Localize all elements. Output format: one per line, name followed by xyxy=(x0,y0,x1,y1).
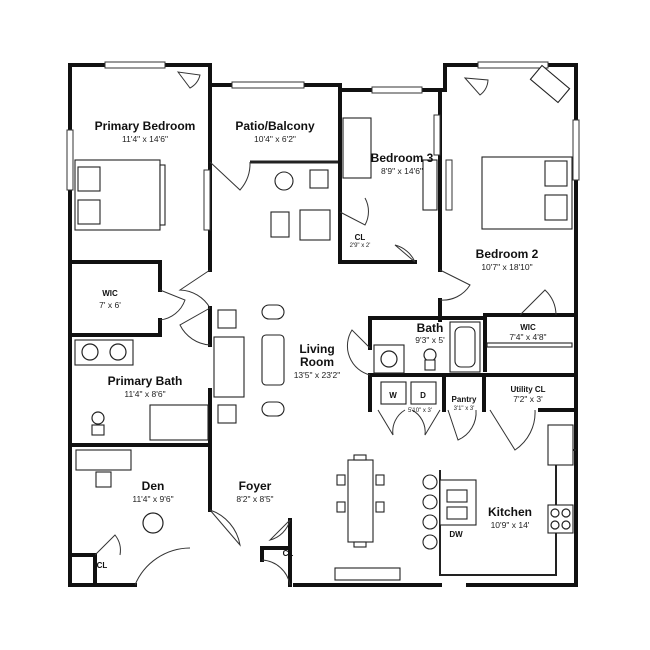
bed3-closet-dim: 2'9" x 2' xyxy=(350,243,371,249)
washer-dryer-dim: 5'10" x 3' xyxy=(408,408,432,414)
dishwasher-label: DW xyxy=(449,530,463,539)
primary-bath-name: Primary Bath xyxy=(108,374,183,388)
bedroom3-name: Bedroom 3 xyxy=(371,151,434,165)
room-labels: Primary Bedroom 11'4" x 14'6" Patio/Balc… xyxy=(95,119,547,570)
primary-bedroom-name: Primary Bedroom xyxy=(95,119,196,133)
foyer-name: Foyer xyxy=(239,479,272,493)
furniture xyxy=(74,64,576,581)
foyer-closet-name: CL xyxy=(283,549,294,558)
kitchen-name: Kitchen xyxy=(488,505,532,519)
bed3-closet-name: CL xyxy=(355,233,366,242)
pantry-dim: 3'1" x 3' xyxy=(454,406,475,412)
wic2-name: WIC xyxy=(520,323,536,332)
washer-label: W xyxy=(389,391,397,400)
den-closet-name: CL xyxy=(97,561,108,570)
windows xyxy=(66,61,580,231)
patio-name: Patio/Balcony xyxy=(235,119,315,133)
wic1-name: WIC xyxy=(102,289,118,298)
patio-dim: 10'4" x 6'2" xyxy=(254,134,296,144)
walls xyxy=(68,63,578,587)
kitchen-dim: 10'9" x 14' xyxy=(491,520,530,530)
bedroom2-dim: 10'7" x 18'10" xyxy=(481,262,532,272)
bedroom3-dim: 8'9" x 14'6" xyxy=(381,166,423,176)
pantry-name: Pantry xyxy=(452,395,477,404)
primary-bath-dim: 11'4" x 8'6" xyxy=(124,389,165,399)
primary-bedroom-dim: 11'4" x 14'6" xyxy=(122,134,168,144)
wic1-dim: 7' x 6' xyxy=(99,300,121,310)
utility-dim: 7'2" x 3' xyxy=(513,394,543,404)
utility-name: Utility CL xyxy=(510,385,545,394)
wic2-dim: 7'4" x 4'8" xyxy=(509,332,546,342)
dryer-label: D xyxy=(420,391,426,400)
living-name-1: Living xyxy=(299,342,334,356)
foyer-dim: 8'2" x 8'5" xyxy=(236,494,273,504)
den-dim: 11'4" x 9'6" xyxy=(132,494,173,504)
living-name-2: Room xyxy=(300,355,334,369)
den-name: Den xyxy=(142,479,165,493)
bedroom2-name: Bedroom 2 xyxy=(476,247,539,261)
doors xyxy=(94,71,557,586)
bath-dim: 9'3" x 5' xyxy=(415,335,445,345)
bath-name: Bath xyxy=(417,321,444,335)
living-dim: 13'5" x 23'2" xyxy=(294,370,341,380)
